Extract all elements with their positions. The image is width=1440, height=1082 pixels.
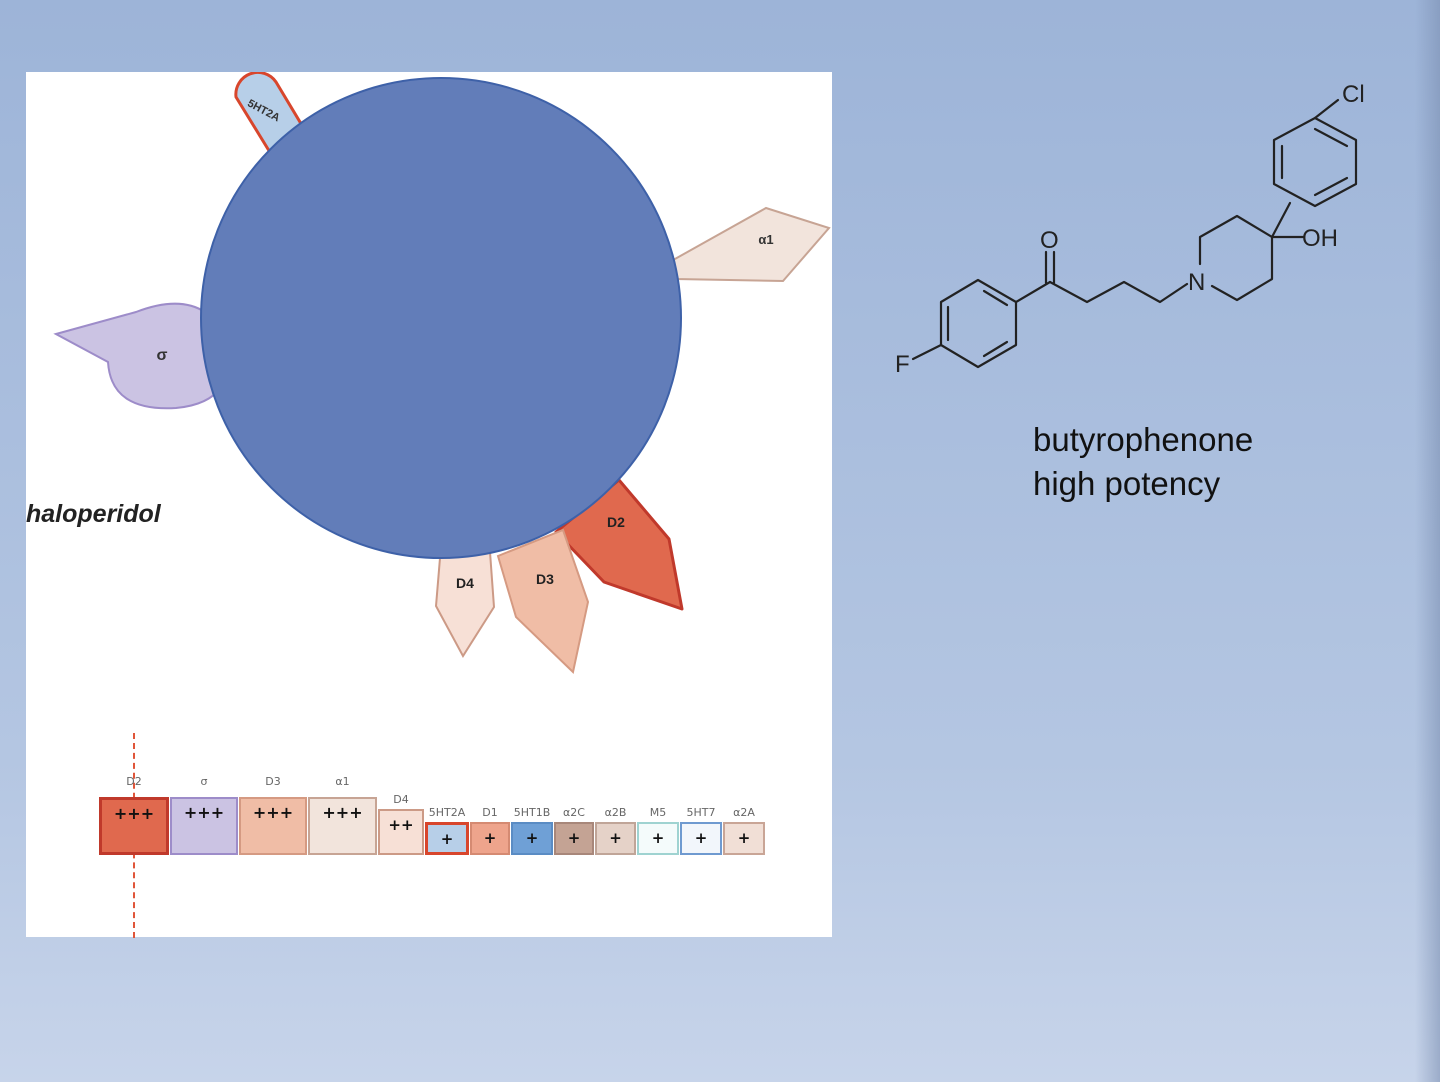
caption-class: butyrophenone — [1033, 421, 1254, 458]
receptor-alpha1: α1 — [664, 206, 831, 283]
affinity-box: + — [637, 822, 679, 855]
haloperidol-structure: Cl OH O N F — [895, 81, 1365, 378]
affinity-label: D1 — [482, 806, 498, 819]
atom-cl: Cl — [1342, 81, 1365, 108]
affinity-box: +++ — [99, 797, 169, 855]
receptor-d3: D3 — [496, 528, 590, 674]
label-d4: D4 — [456, 575, 474, 591]
affinity-label: α2B — [604, 806, 627, 819]
affinity-box: +++ — [308, 797, 377, 855]
label-alpha1: α1 — [758, 232, 773, 247]
affinity-value: +++ — [252, 803, 294, 822]
affinity-box: + — [511, 822, 553, 855]
affinity-label: α2C — [563, 806, 585, 819]
affinity-value: + — [567, 829, 581, 847]
affinity-box: + — [680, 822, 722, 855]
atom-o: O — [1040, 227, 1059, 254]
affinity-value: + — [525, 829, 539, 847]
affinity-label: 5HT7 — [686, 806, 716, 819]
affinity-value: ++ — [388, 816, 414, 834]
affinity-value: + — [694, 829, 708, 847]
affinity-box: + — [470, 822, 510, 855]
affinity-value: +++ — [183, 803, 225, 822]
drug-name: haloperidol — [26, 500, 161, 528]
drug-class-caption: butyrophenone high potency — [1033, 418, 1253, 506]
affinity-label: M5 — [649, 806, 667, 819]
receptor-diagram: 5HT2A α1 σ D2 D3 D4 — [53, 71, 831, 674]
label-d3: D3 — [536, 571, 554, 587]
affinity-label: α2A — [733, 806, 755, 819]
diagram-panel: 5HT2A α1 σ D2 D3 D4 — [26, 71, 832, 937]
affinity-value: + — [651, 829, 665, 847]
affinity-box: +++ — [239, 797, 307, 855]
affinity-box: + — [595, 822, 636, 855]
atom-f: F — [895, 351, 910, 378]
atom-n: N — [1188, 269, 1205, 296]
affinity-value: +++ — [322, 803, 363, 822]
affinity-label: D4 — [393, 793, 409, 806]
affinity-label: α1 — [335, 775, 350, 788]
receptor-d4: D4 — [434, 550, 496, 658]
affinity-value: + — [483, 829, 497, 847]
caption-potency: high potency — [1033, 465, 1221, 502]
affinity-label: D3 — [265, 775, 281, 788]
affinity-box: + — [554, 822, 594, 855]
affinity-value: +++ — [113, 804, 155, 823]
slide-edge-shadow — [1415, 0, 1440, 1082]
affinity-value: + — [440, 830, 454, 848]
label-sigma: σ — [157, 347, 168, 364]
affinity-box: + — [723, 822, 765, 855]
label-d2: D2 — [607, 514, 625, 530]
affinity-label: σ — [200, 775, 208, 788]
drug-circle — [200, 77, 682, 559]
affinity-label: 5HT1B — [513, 806, 551, 819]
affinity-box: +++ — [170, 797, 238, 855]
affinity-box: + — [425, 822, 469, 855]
atom-oh: OH — [1302, 225, 1338, 252]
affinity-value: + — [737, 829, 751, 847]
affinity-label: 5HT2A — [428, 806, 466, 819]
affinity-box: ++ — [378, 809, 424, 855]
affinity-label: D2 — [126, 775, 142, 788]
affinity-value: + — [609, 829, 622, 847]
